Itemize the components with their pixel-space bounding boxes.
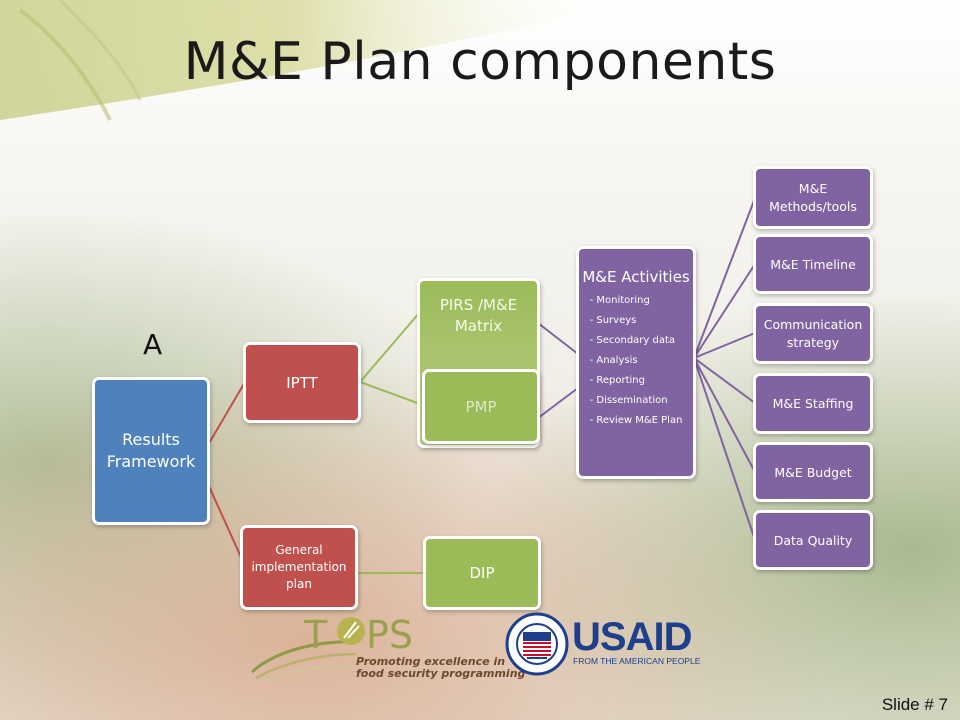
results-framework-box: Results Framework (92, 377, 210, 525)
component-label: Data Quality (773, 532, 853, 548)
component-staffing: M&E Staffing (753, 373, 873, 434)
tops-tagline: Promoting excellence in food security pr… (356, 655, 526, 680)
component-budget: M&E Budget (753, 442, 873, 502)
component-label: M&E Methods/tools (769, 180, 857, 214)
general-implementation-plan-box: General implementation plan (240, 525, 358, 610)
component-communication-strategy: Communication strategy (753, 303, 873, 364)
usaid-subtitle: FROM THE AMERICAN PEOPLE (573, 656, 701, 666)
slide-number: Slide # 7 (881, 695, 948, 714)
activity-item: - Monitoring (589, 295, 650, 306)
component-data-quality: Data Quality (753, 510, 873, 570)
tops-logo: T PS (250, 613, 413, 683)
usaid-wordmark: USAID (572, 615, 692, 659)
component-label: M&E Timeline (770, 256, 856, 272)
component-timeline: M&E Timeline (753, 234, 873, 294)
me-activities-box: M&E Activities - Monitoring - Surveys - … (576, 246, 696, 479)
dip-box: DIP (423, 536, 541, 610)
svg-text:T: T (303, 613, 328, 657)
activity-item: - Secondary data (589, 335, 676, 346)
usaid-red-stripe (636, 622, 706, 628)
usaid-seal-icon (505, 612, 569, 676)
dip-label: DIP (469, 564, 495, 582)
component-methods-tools: M&E Methods/tools (753, 166, 873, 229)
results-framework-label: Results Framework (106, 430, 196, 471)
me-activities-title: M&E Activities (582, 268, 690, 286)
activity-item: - Reporting (589, 375, 645, 386)
diagram-marker-label: A (143, 328, 163, 361)
general-implementation-plan-label: General implementation plan (251, 543, 347, 591)
activity-item: - Dissemination (589, 395, 668, 406)
pirs-matrix-label: PIRS /M&E Matrix (439, 296, 518, 335)
component-label: M&E Budget (774, 464, 852, 480)
svg-text:PS: PS (366, 613, 413, 657)
page-title: M&E Plan components (183, 32, 777, 92)
component-label: M&E Staffing (772, 396, 854, 411)
pmp-box: PMP (422, 369, 540, 444)
activity-item: - Analysis (589, 355, 638, 366)
component-label: Communication strategy (763, 316, 863, 350)
iptt-label: IPTT (286, 373, 318, 392)
me-activities-list: - Monitoring - Surveys - Secondary data … (590, 291, 683, 431)
iptt-box: IPTT (243, 342, 361, 423)
pmp-label: PMP (465, 397, 497, 416)
activity-item: - Surveys (589, 315, 637, 326)
activity-item: - Review M&E Plan (589, 415, 683, 426)
